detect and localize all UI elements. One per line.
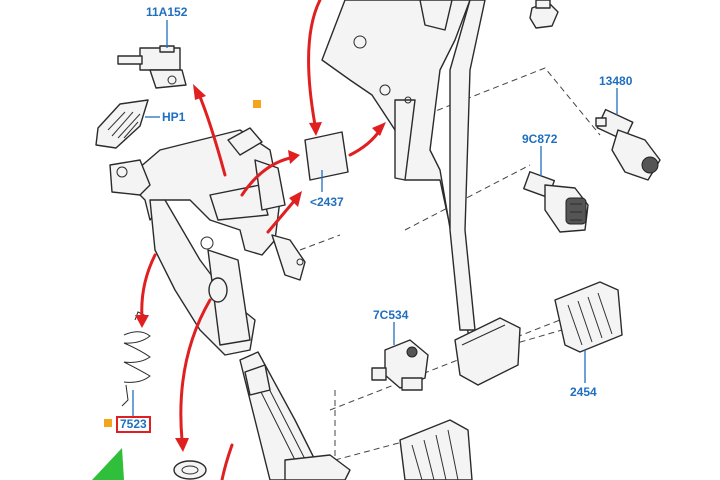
sensor-7c534 (371, 339, 429, 391)
green-triangle-marker (92, 448, 124, 480)
callout-2454: 2454 (570, 385, 597, 399)
pedal-pad-lower (399, 419, 473, 480)
callout-7c534: 7C534 (373, 308, 409, 322)
callout-9c872: 9C872 (522, 132, 558, 146)
callout-7523: 7523 (116, 416, 151, 433)
pedal-pad-2454 (554, 281, 623, 353)
top-bolt (529, 0, 559, 29)
pedal-bracket (109, 127, 286, 356)
callout-11a152: 11A152 (146, 5, 188, 19)
return-spring-7523 (121, 311, 151, 407)
red-arrows (135, 0, 386, 480)
brake-pedal-pad (454, 317, 521, 386)
callout-2437: <2437 (310, 195, 344, 209)
switch-11a152 (117, 45, 187, 89)
switch-13480 (595, 108, 661, 181)
clutch-pedal-arm (239, 234, 351, 480)
washer (173, 460, 207, 480)
cover-plate-2437 (304, 131, 349, 181)
orange-square-marker (104, 419, 112, 427)
callout-hp1: HP1 (162, 110, 186, 124)
gasket-hp1 (95, 99, 149, 149)
callout-13480: 13480 (599, 74, 633, 88)
blue-leaders (132, 20, 618, 416)
orange-square-marker (253, 100, 261, 108)
switch-9c872 (523, 171, 589, 233)
